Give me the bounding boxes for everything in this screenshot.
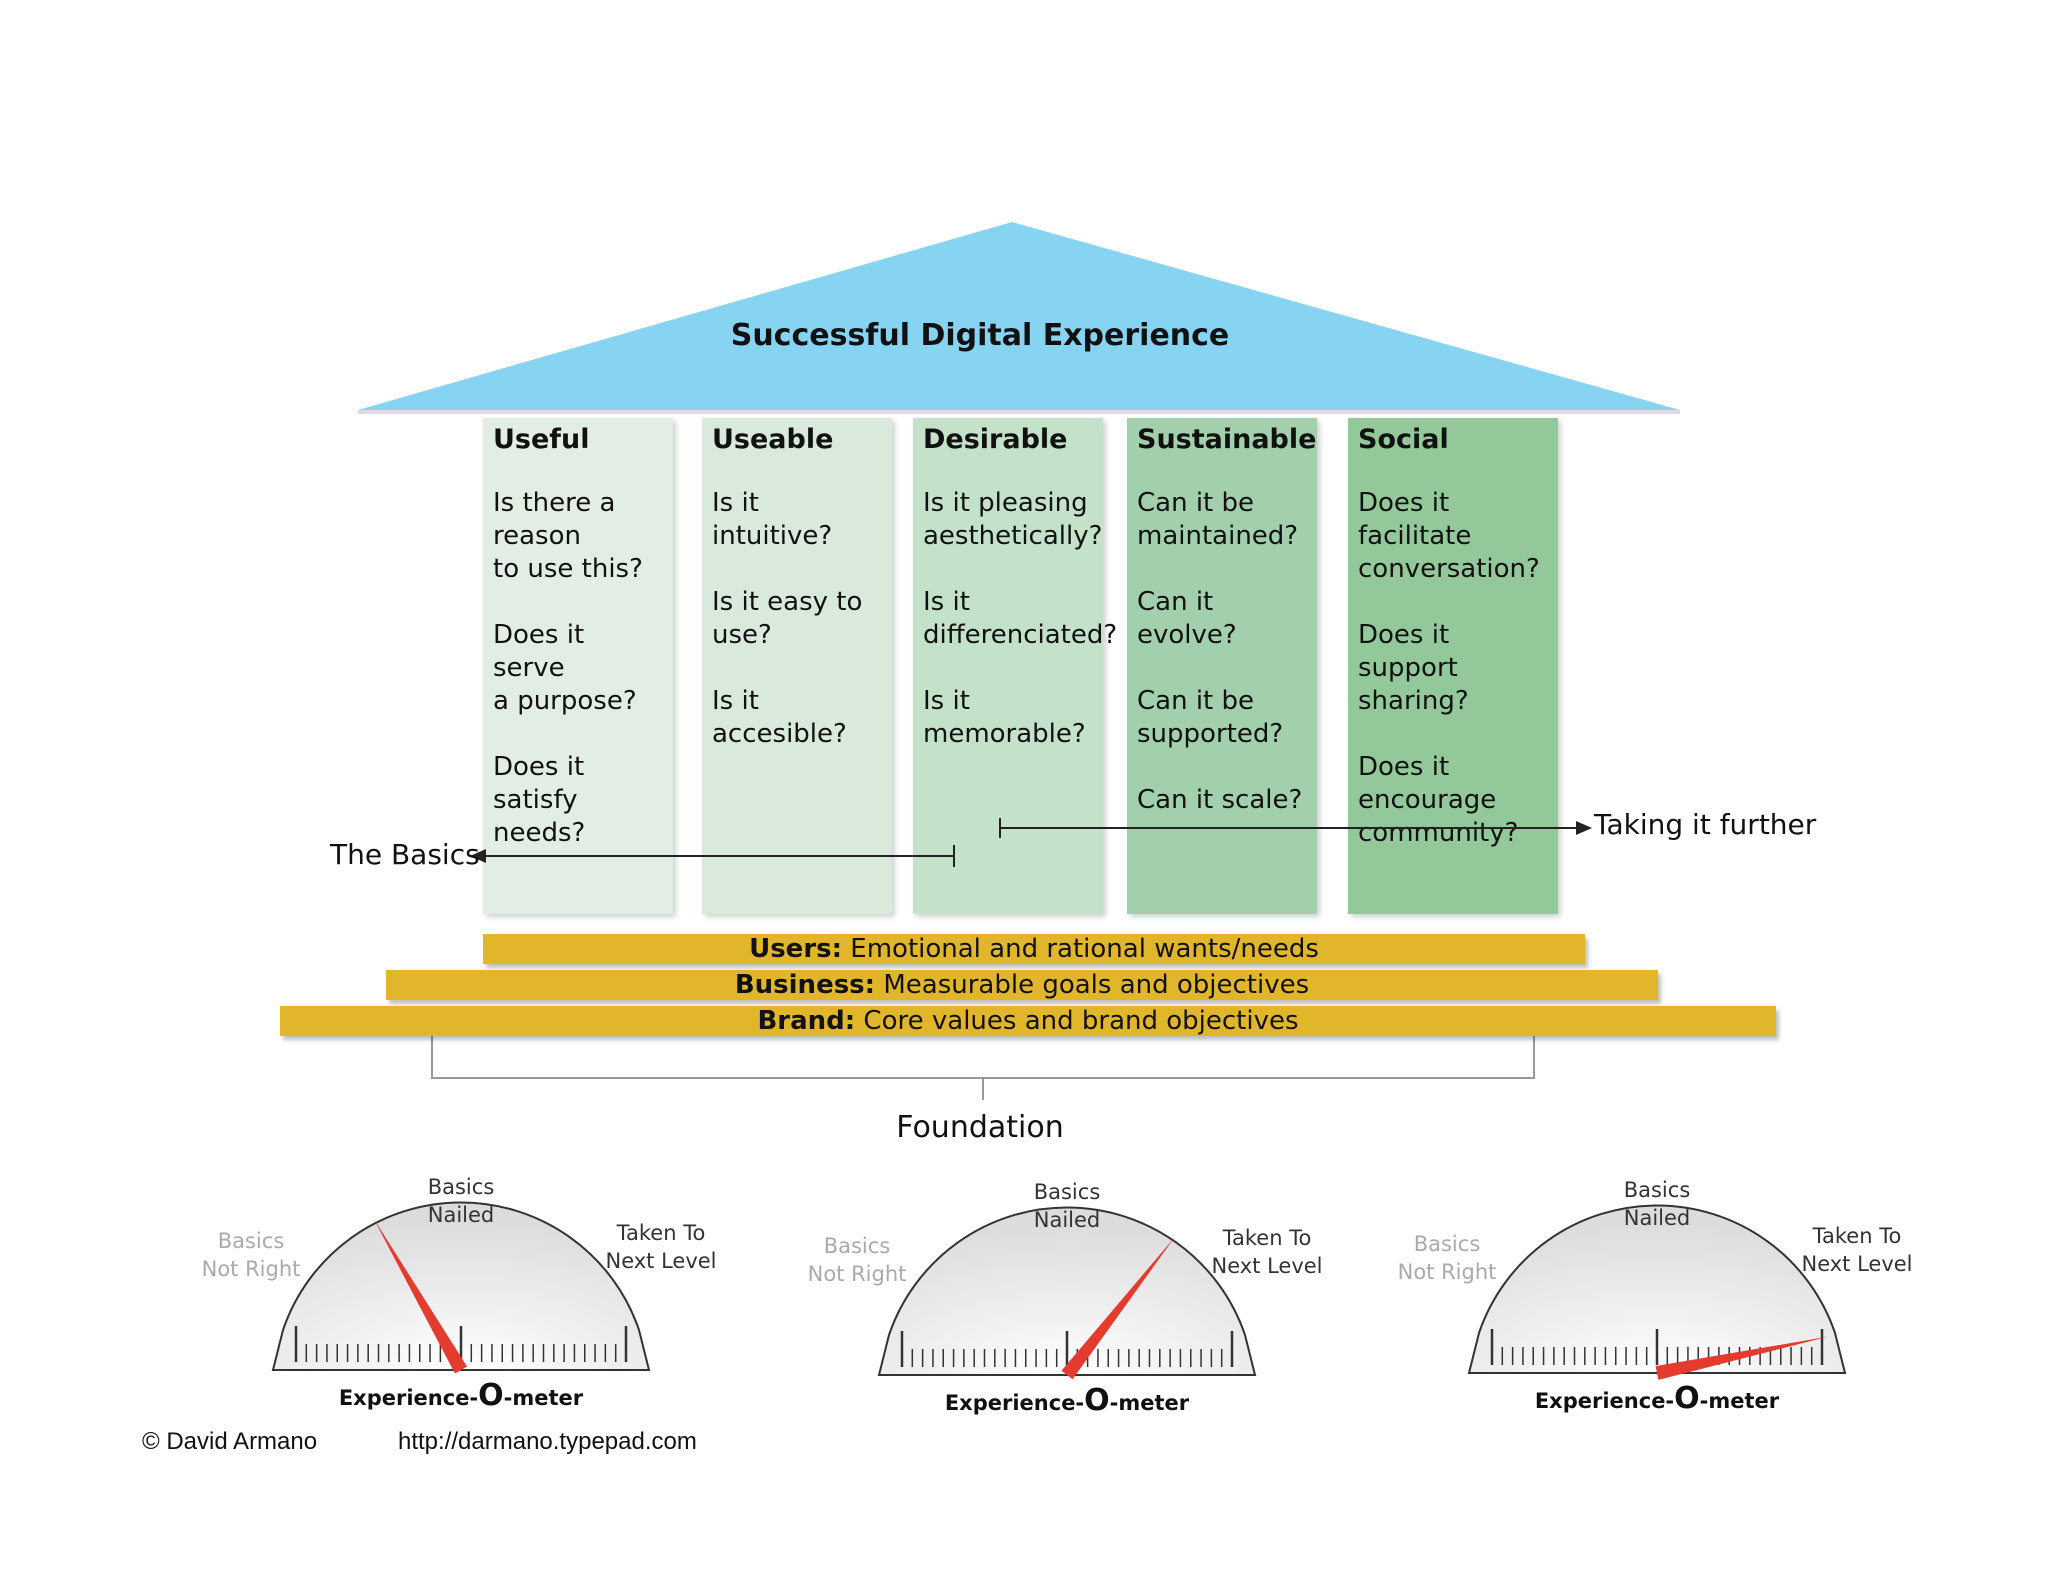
gauge-dial [1467,1204,1847,1380]
gauge-dial [271,1201,651,1374]
pillar-questions: Is it pleasing aesthetically? Is it diffe… [923,487,1118,751]
experience-o-meter-label: Experience-O-meter [917,1383,1217,1418]
pillar-question: Does it facilitate conversation? [1358,488,1540,584]
label-basics-nailed: Basics Nailed [1623,1178,1691,1230]
gauge-needle [1655,1336,1829,1380]
roof [358,222,1680,414]
pillar-question: Does it encourage community? [1358,752,1519,848]
label-taken-to-next-level: Taken To Next Level [605,1221,717,1273]
band-users-text: Emotional and rational wants/needs [842,934,1319,964]
meter-prefix: Experience- [1534,1389,1675,1413]
pillar-title: Desirable [923,424,1068,455]
pillar-title: Useful [493,424,590,455]
gauge-needle [373,1218,468,1374]
band-business-text: Measurable goals and objectives [875,970,1310,1000]
gauge-face [271,1201,651,1371]
roof-title: Successful Digital Experience [730,318,1230,353]
meter-o: O [1674,1381,1700,1416]
pillar-question: Can it scale? [1137,785,1303,815]
meter-prefix: Experience- [944,1391,1085,1415]
meter-suffix: -meter [1109,1391,1190,1415]
meter-o: O [1084,1383,1110,1418]
pillar-question: Can it evolve? [1137,587,1237,650]
taking-it-further-label: Taking it further [1594,808,1817,841]
band-users: Users: Emotional and rational wants/need… [483,934,1585,964]
gauge-needle [1061,1237,1175,1380]
pillar-title: Useable [712,424,834,455]
label-basics-not-right: Basics Not Right [1397,1232,1497,1284]
gauge-dial [877,1206,1257,1380]
band-business-bold: Business: [734,970,876,1000]
pillar-question: Is it differenciated? [923,587,1118,650]
pillar-question: Does it support sharing? [1358,620,1469,716]
pillar-useful: Useful Is there a reason to use this? Does… [483,418,673,914]
pillar-title: Sustainable [1137,424,1317,455]
the-basics-label: The Basics [330,838,480,871]
pillar-useable: Useable Is it intuitive? Is it easy to use… [702,418,892,914]
label-basics-nailed: Basics Nailed [1033,1180,1101,1232]
pillar-question: Is there a reason to use this? [493,488,643,584]
pillar-question: Is it pleasing aesthetically? [923,488,1103,551]
pillar-questions: Is it intuitive? Is it easy to use? Is it … [712,487,882,751]
label-basics-nailed: Basics Nailed [427,1175,495,1227]
foundation-label: Foundation [896,1110,1064,1145]
gauge-face [1467,1204,1847,1374]
pillar-question: Is it memorable? [923,686,1086,749]
band-brand-text: Core values and brand objectives [855,1006,1299,1036]
foundation-bracket [431,1036,1535,1100]
pillar-question: Can it be supported? [1137,686,1284,749]
meter-suffix: -meter [1699,1389,1780,1413]
meter-o: O [478,1378,504,1413]
credit-author: © David Armano [142,1428,318,1455]
label-basics-not-right: Basics Not Right [201,1229,301,1281]
pillar-question: Is it accesible? [712,686,847,749]
the-basics-arrow [470,845,955,867]
pillar-question: Can it be maintained? [1137,488,1299,551]
pillar-title: Social [1358,424,1449,455]
label-basics-not-right: Basics Not Right [807,1234,907,1286]
band-brand: Brand: Core values and brand objectives [280,1006,1776,1036]
pillar-questions: Can it be maintained? Can it evolve? Can i… [1137,487,1307,817]
credit-url: http://darmano.typepad.com [398,1428,697,1455]
pillar-question: Is it easy to use? [712,587,863,650]
pillar-question: Is it intuitive? [712,488,833,551]
experience-o-meter-label: Experience-O-meter [311,1378,611,1413]
band-brand-bold: Brand: [757,1006,856,1036]
label-taken-to-next-level: Taken To Next Level [1211,1226,1323,1278]
meter-suffix: -meter [503,1386,584,1410]
pillar-questions: Does it facilitate conversation? Does it … [1358,487,1548,850]
pillar-questions: Is there a reason to use this? Does it se… [493,487,663,850]
band-users-bold: Users: [749,934,843,964]
pillar-question: Does it serve a purpose? [493,620,637,716]
label-taken-to-next-level: Taken To Next Level [1801,1224,1913,1276]
taking-it-further-arrow [999,818,1592,838]
experience-o-meter-label: Experience-O-meter [1507,1381,1807,1416]
pillar-question: Does it satisfy needs? [493,752,586,848]
band-business: Business: Measurable goals and objective… [386,970,1658,1000]
meter-prefix: Experience- [338,1386,479,1410]
gauge-face [877,1206,1257,1376]
